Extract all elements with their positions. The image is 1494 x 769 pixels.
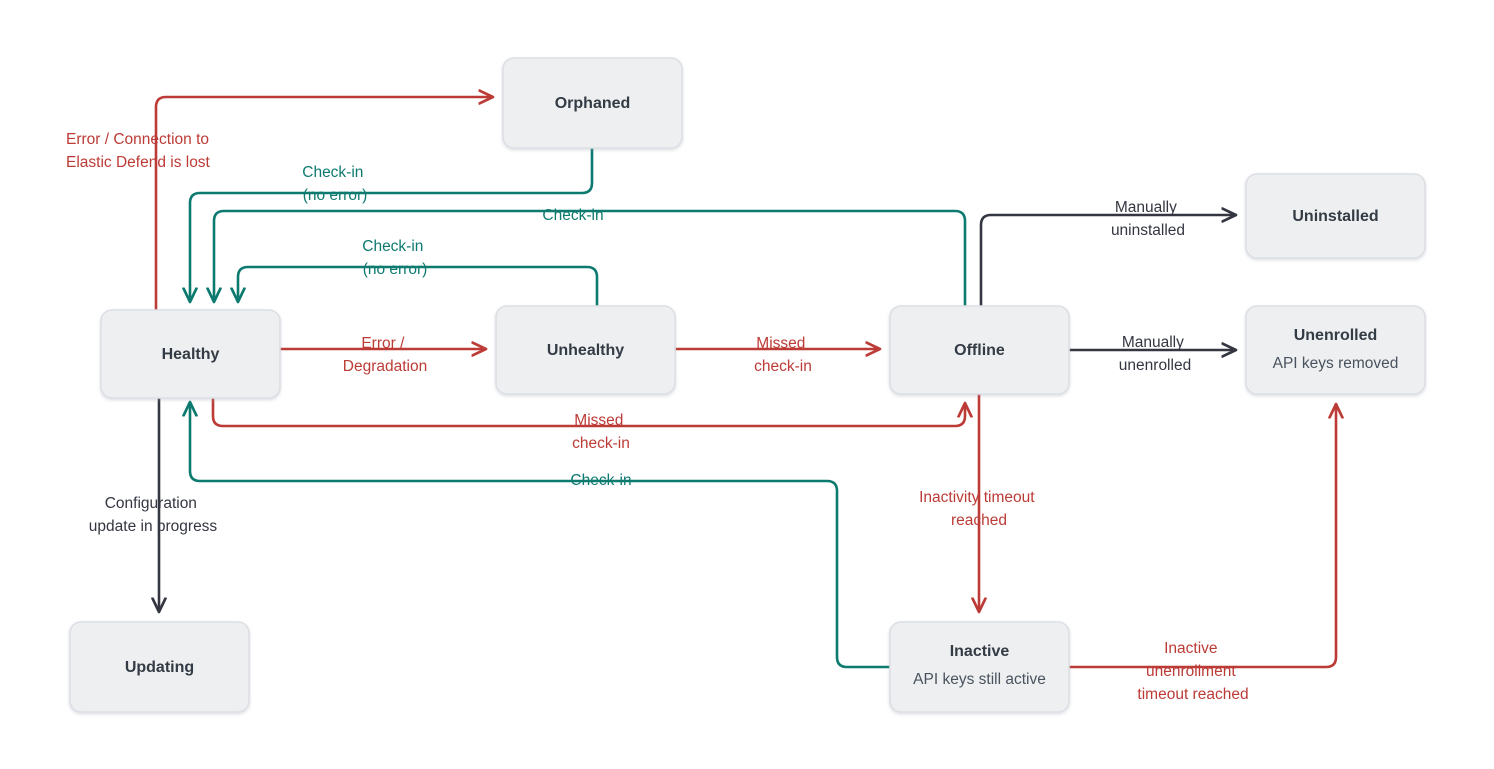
edge-unhealthy-to-offline: Missed check-in (673, 335, 879, 375)
node-updating-title: Updating (125, 659, 194, 676)
edge-label-inactive-to-unenrolled: Inactive unenrollment timeout reached (1137, 640, 1248, 703)
node-unhealthy[interactable]: Unhealthy (495, 305, 676, 395)
edge-label-inactive-to-healthy: Check-in (570, 472, 631, 489)
node-orphaned-box[interactable] (502, 57, 683, 149)
edge-orphaned-to-healthy: Check-in (no error) (190, 146, 594, 301)
node-unenrolled[interactable]: Unenrolled API keys removed (1245, 305, 1426, 395)
node-offline-box[interactable] (889, 305, 1070, 395)
edge-healthy-to-updating: Configuration update in progress (89, 396, 218, 611)
node-unhealthy-title: Unhealthy (547, 342, 624, 359)
node-healthy[interactable]: Healthy (100, 309, 281, 399)
edge-offline-to-unenrolled: Manually unenrolled (1067, 334, 1235, 374)
edge-label-offline-to-healthy: Check-in (542, 207, 603, 224)
edge-offline-to-uninstalled: Manually uninstalled (979, 199, 1235, 308)
node-updating[interactable]: Updating (69, 621, 250, 713)
node-uninstalled-title: Uninstalled (1292, 208, 1378, 225)
edge-healthy-to-offline: Missed check-in (211, 396, 965, 452)
edge-unhealthy-to-healthy: Check-in (no error) (238, 238, 599, 308)
edge-label-unhealthy-to-offline: Missed check-in (754, 335, 812, 375)
node-inactive[interactable]: Inactive API keys still active (889, 621, 1070, 713)
edge-label-unhealthy-to-healthy: Check-in (no error) (362, 238, 427, 278)
node-inactive-subtitle: API keys still active (913, 671, 1046, 688)
edge-label-offline-to-uninstalled: Manually uninstalled (1111, 199, 1185, 239)
edge-label-orphaned-to-healthy: Check-in (no error) (302, 164, 367, 204)
edge-inactive-to-unenrolled: Inactive unenrollment timeout reached (1067, 405, 1336, 703)
node-offline[interactable]: Offline (889, 305, 1070, 395)
edge-label-healthy-to-unhealthy: Error / Degradation (343, 335, 427, 375)
node-inactive-box[interactable] (889, 621, 1070, 713)
edge-label-offline-to-inactive: Inactivity timeout reached (919, 489, 1039, 529)
node-offline-title: Offline (954, 342, 1005, 359)
node-uninstalled[interactable]: Uninstalled (1245, 173, 1426, 259)
node-inactive-title: Inactive (950, 643, 1010, 660)
node-orphaned[interactable]: Orphaned (502, 57, 683, 149)
edge-healthy-to-unhealthy: Error / Degradation (278, 335, 485, 375)
node-healthy-title: Healthy (162, 346, 220, 363)
node-uninstalled-box[interactable] (1245, 173, 1426, 259)
node-unenrolled-box[interactable] (1245, 305, 1426, 395)
node-unhealthy-box[interactable] (495, 305, 676, 395)
node-unenrolled-title: Unenrolled (1294, 327, 1378, 344)
node-orphaned-title: Orphaned (555, 95, 631, 112)
edge-offline-to-inactive: Inactivity timeout reached (919, 392, 1039, 611)
edge-inactive-to-healthy: Check-in (190, 403, 892, 669)
edge-label-healthy-to-orphaned: Error / Connection to Elastic Defend is … (66, 131, 213, 171)
edge-label-offline-to-unenrolled: Manually unenrolled (1119, 334, 1191, 374)
node-unenrolled-subtitle: API keys removed (1273, 355, 1399, 372)
edge-healthy-to-orphaned: Error / Connection to Elastic Defend is … (66, 97, 492, 312)
edge-label-healthy-to-updating: Configuration update in progress (89, 495, 218, 535)
node-healthy-box[interactable] (100, 309, 281, 399)
edge-label-healthy-to-offline: Missed check-in (572, 412, 630, 452)
node-updating-box[interactable] (69, 621, 250, 713)
edge-offline-to-healthy: Check-in (214, 207, 967, 308)
